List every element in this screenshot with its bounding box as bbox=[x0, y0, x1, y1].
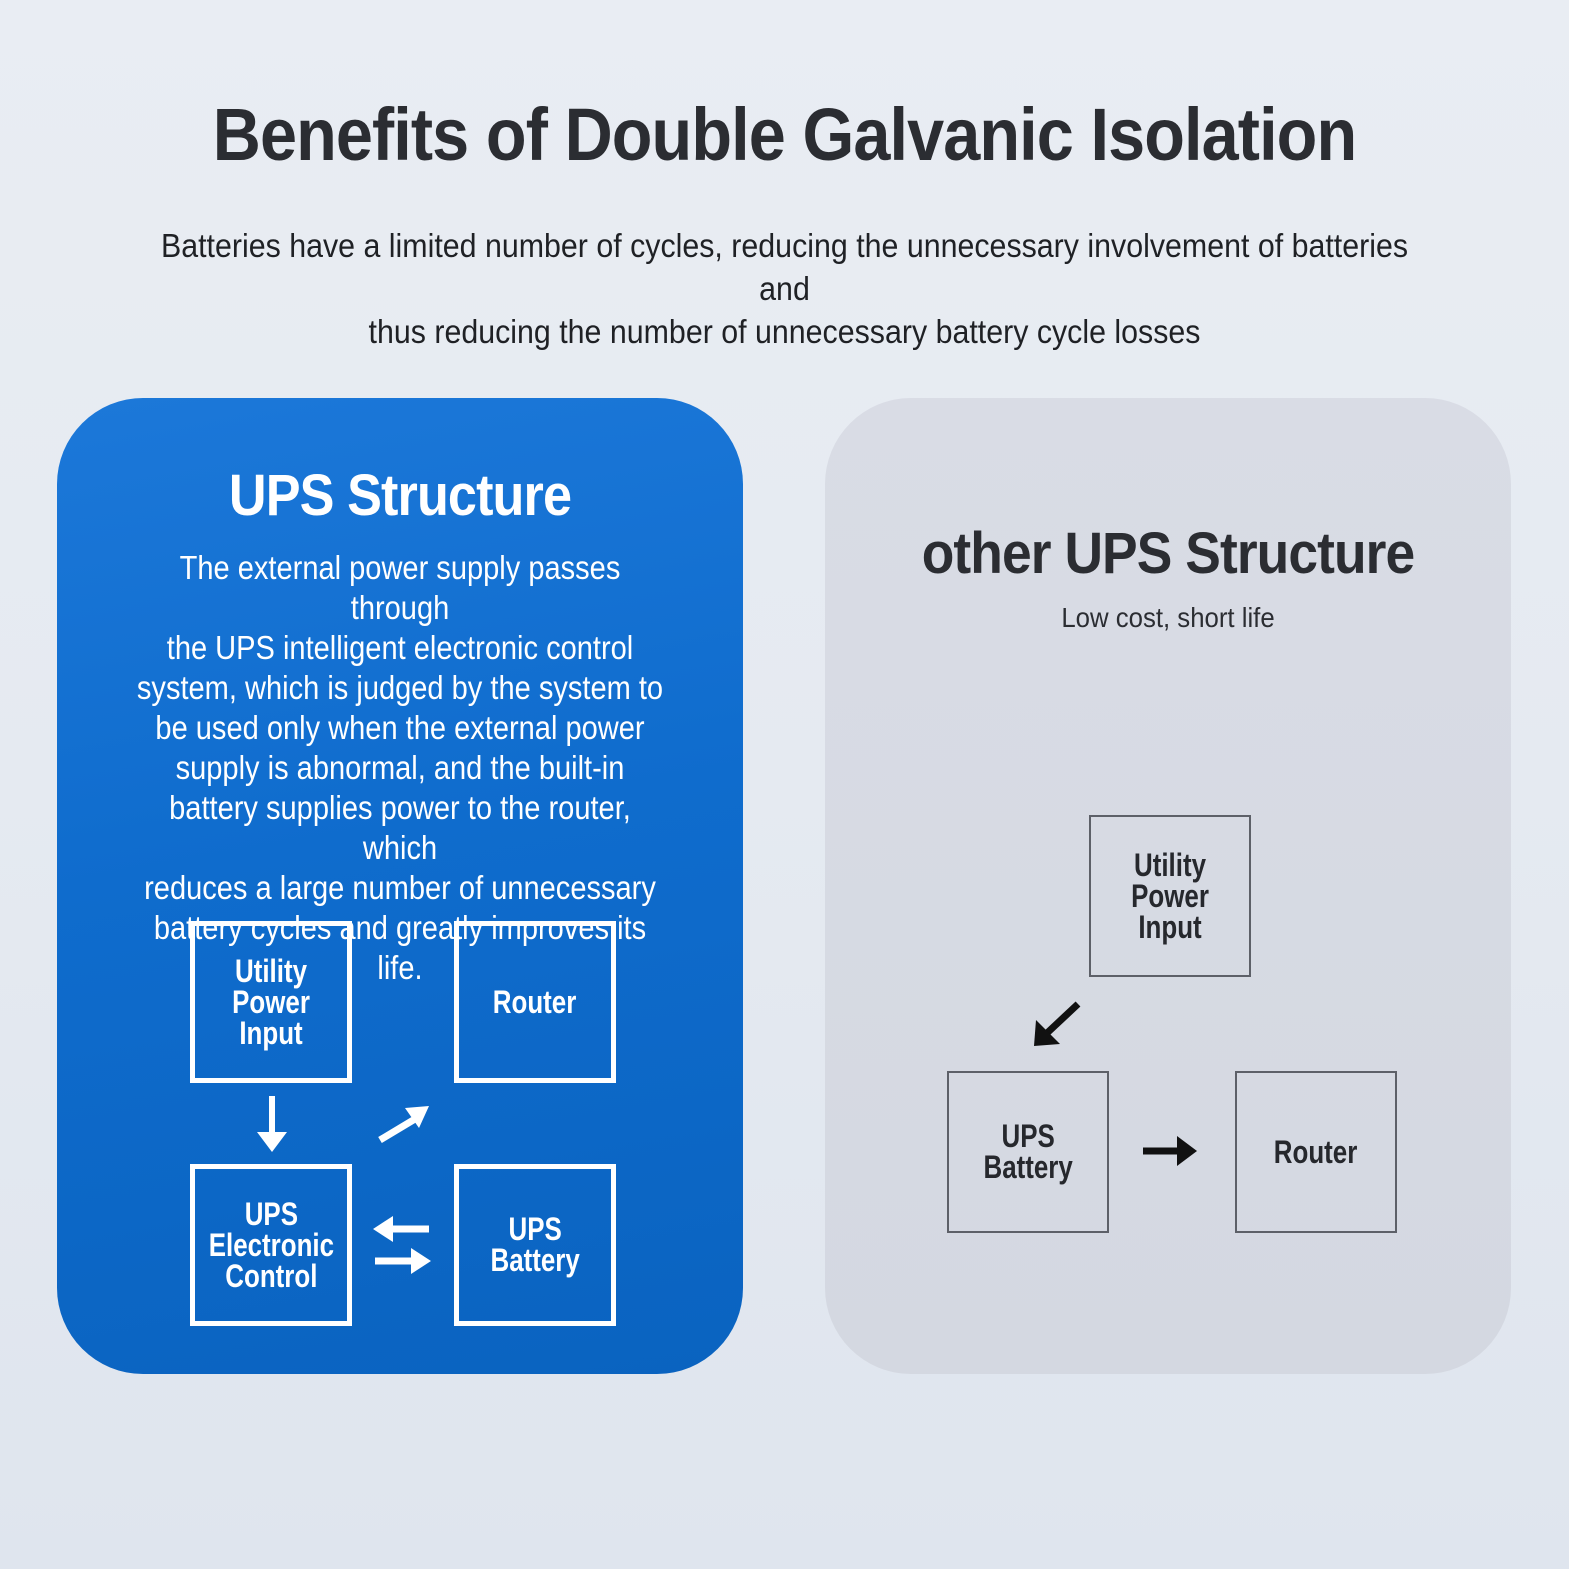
page-title: Benefits of Double Galvanic Isolation bbox=[212, 93, 1357, 176]
other-ups-structure-card bbox=[825, 398, 1511, 1374]
page-subtitle: Batteries have a limited number of cycle… bbox=[155, 224, 1414, 353]
ups-structure-card bbox=[57, 398, 743, 1374]
subtitle-line-1: Batteries have a limited number of cycle… bbox=[160, 227, 1409, 307]
subtitle-line-2: thus reducing the number of unnecessary … bbox=[368, 313, 1201, 350]
